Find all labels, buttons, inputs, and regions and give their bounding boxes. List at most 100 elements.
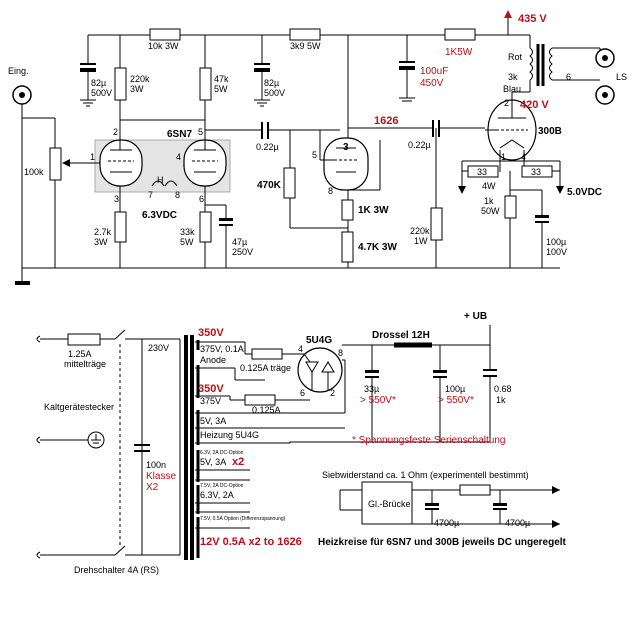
series-note: * Spannungsfeste Serienschaltung <box>352 435 505 446</box>
resistor-220k-1w <box>430 207 443 241</box>
resistor-1k5-label: 1K5W <box>445 47 473 58</box>
tube-1626 <box>323 137 369 191</box>
secondary-x2: x2 <box>232 456 244 468</box>
resistor-470k <box>283 167 296 199</box>
cap-100u-psu-voltage: > 550V* <box>438 395 474 406</box>
dc-arrow-right <box>556 186 564 194</box>
resistor-2k7-label: 2.7k <box>94 227 112 237</box>
secondary-heizung-5u4g: Heizung 5U4G <box>200 430 259 440</box>
fuse-type-label: mittelträge <box>64 359 106 369</box>
cap-33u <box>365 345 379 442</box>
rect-pin-6: 6 <box>300 388 305 398</box>
resistor-1k5 <box>444 28 476 41</box>
pot-100k-label: 100k <box>24 167 44 177</box>
cap-4700-a-label: 4700µ <box>434 518 459 528</box>
cap-33u-label: 33µ <box>364 384 379 394</box>
rectifier-5u4g <box>297 347 343 393</box>
fuse-125a <box>67 333 101 346</box>
resistor-220k-label: 220k <box>130 74 150 84</box>
cap-82u-b-label: 82µ <box>264 78 279 88</box>
resistor-33k-watt: 5W <box>180 237 194 247</box>
resistor-220k-watt: 3W <box>130 84 144 94</box>
resistor-47k-watt: 5W <box>214 84 228 94</box>
tube-1626-pin-3: 3 <box>343 142 349 153</box>
speaker-label: LS <box>616 72 627 82</box>
heater-arrow-b <box>164 180 178 187</box>
pin-2: 2 <box>113 127 118 137</box>
primary-voltage: 230V <box>148 343 169 353</box>
cap-82u-a-label: 82µ <box>91 78 106 88</box>
secondary-5v-3a-b: 5V, 3A <box>200 457 226 467</box>
secondary-375v-anode: 375V, 0.1A <box>200 344 244 354</box>
ot-6-label: 6 <box>566 72 571 82</box>
fuse-0125a <box>244 394 276 406</box>
fuse-label: 1.25A <box>68 349 92 359</box>
resistor-33k-label: 33k <box>180 227 195 237</box>
pin-3: 3 <box>114 194 119 204</box>
input-jack <box>12 85 32 268</box>
hum-33-b-label: 33 <box>531 167 541 177</box>
secondary-12v: 12V 0.5A x2 to 1626 <box>200 536 302 548</box>
primary-winding <box>179 335 194 560</box>
bridge-label: Gl.-Brücke <box>368 499 411 509</box>
secondary-350v-b: 350V <box>198 383 224 395</box>
resistor-2k7 <box>114 211 127 243</box>
resistor-10k-label: 10k 3W <box>148 41 179 51</box>
b-plus-voltage: 435 V <box>518 13 547 25</box>
resistor-33k <box>199 211 212 243</box>
tube-6sn7-section-b <box>183 138 227 187</box>
pin-5: 5 <box>198 127 203 137</box>
cap-x2-value: 100n <box>146 460 166 470</box>
resistor-1k-50w-watt: 50W <box>481 206 500 216</box>
sieb-resistor <box>459 484 491 496</box>
mains-neutral <box>36 545 180 559</box>
fuse-0125a-traege-label: 0.125A träge <box>240 363 291 373</box>
dc-out-arrow-bottom <box>552 520 560 528</box>
resistor-47k-label: 47k <box>214 74 229 84</box>
tube-1626-label: 1626 <box>374 115 398 127</box>
resistor-4k7-label: 4.7K 3W <box>358 242 397 253</box>
tube-6sn7-section-a <box>99 138 143 187</box>
tiny-note-b: 7.5V, 2A DC-Option <box>200 483 244 489</box>
secondary-350v-a: 350V <box>198 327 224 339</box>
earth-ground <box>36 431 105 449</box>
fuse-0125a-traege <box>251 348 283 360</box>
tube-300b-pin-1: 1 <box>501 152 506 162</box>
mains-input <box>36 329 180 555</box>
ot-rot-label: Rot <box>508 52 523 62</box>
resistor-2k7-watt: 3W <box>94 237 108 247</box>
tiny-note-a: 6.3V, 2A DC-Option <box>200 450 244 456</box>
heiz-note: Heizkreise für 6SN7 und 300B jeweils DC … <box>318 537 567 548</box>
bridge-rectifier <box>361 481 413 525</box>
tube-300b-label: 300B <box>538 126 562 137</box>
cap-82u-a-voltage: 500V <box>91 88 112 98</box>
cap-100u-psu <box>433 345 447 442</box>
secondary-6v3-2a: 6.3V, 2A <box>200 490 234 500</box>
tube-6sn7-label: 6SN7 <box>167 129 192 140</box>
switch-label: Drehschalter 4A (RS) <box>74 565 159 575</box>
cap-100u-psu-label: 100µ <box>445 384 465 394</box>
resistor-470k-label: 470K <box>257 180 282 191</box>
sieb-note: Siebwiderstand ca. 1 Ohm (experimentell … <box>322 470 529 480</box>
pin-1: 1 <box>90 152 95 162</box>
cap-068-label: 0.68 <box>494 384 512 394</box>
cap-47u-voltage: 250V <box>232 247 253 257</box>
tiny-note-c: 7.5V, 0.5A Option (Differenzspannung) <box>200 516 286 522</box>
ot-blau-label: Blau <box>503 84 521 94</box>
cap-82u-b-voltage: 500V <box>264 88 285 98</box>
secondary-5v-3a: 5V, 3A <box>200 416 226 426</box>
hum-33-a-label: 33 <box>477 167 487 177</box>
cap-068-voltage: 1k <box>496 395 506 405</box>
heater-voltage-6v3: 6.3VDC <box>142 210 177 221</box>
cap-x2 <box>134 444 150 452</box>
pin-6: 6 <box>199 194 204 204</box>
potentiometer-100k <box>49 147 62 181</box>
voltage-420: 420 V <box>520 99 549 111</box>
tube-1626-pin-5: 5 <box>312 150 317 160</box>
cap-47u-label: 47µ <box>232 237 247 247</box>
pin-4: 4 <box>176 152 181 162</box>
output-transformer <box>529 44 553 86</box>
speaker-jack-bottom <box>595 85 615 105</box>
